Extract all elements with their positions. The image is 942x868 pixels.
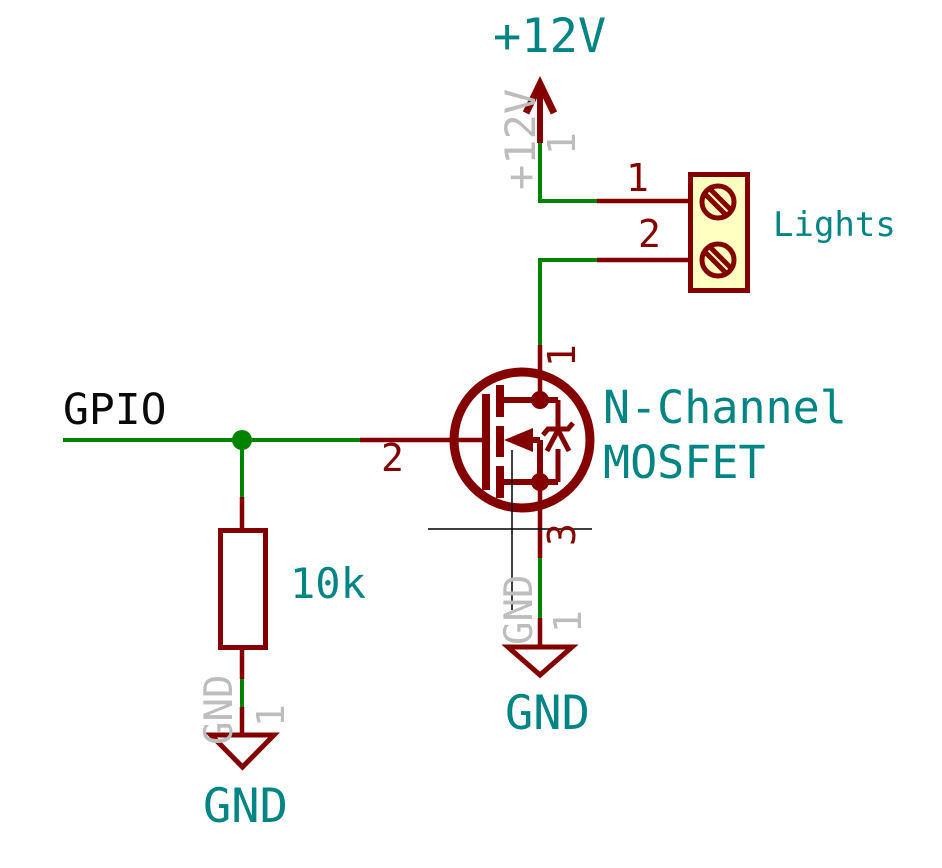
- gnd-label-resistor[interactable]: GND: [203, 779, 288, 834]
- hidden-pin-number-gnd-source: 1: [546, 610, 590, 633]
- screw-icon: [699, 183, 737, 221]
- net-label-gpio[interactable]: GPIO: [63, 385, 167, 435]
- resistor-value-label[interactable]: 10k: [290, 559, 366, 608]
- terminal-block-symbol[interactable]: [597, 172, 750, 293]
- body-diode: [541, 400, 575, 482]
- hidden-pin-name-12v: +12V: [496, 88, 545, 190]
- junction-dot[interactable]: [232, 430, 252, 450]
- hidden-pin-name-gnd-resistor: GND: [197, 674, 242, 745]
- wire-12v-to-terminal[interactable]: [538, 143, 597, 203]
- gnd-symbol-resistor[interactable]: [205, 707, 280, 771]
- gnd-label-source[interactable]: GND: [505, 686, 590, 741]
- terminal-value-label[interactable]: Lights: [773, 205, 896, 245]
- mosfet-value-line2[interactable]: MOSFET: [603, 436, 766, 489]
- mosfet-pin-gate-number: 2: [381, 436, 404, 480]
- power-flag-12v[interactable]: [522, 75, 558, 143]
- screw-icon: [699, 241, 737, 279]
- hidden-pin-number-12v: 1: [540, 132, 584, 155]
- wire-terminal-to-drain[interactable]: [538, 258, 597, 345]
- mosfet-value-line1[interactable]: N-Channel: [603, 381, 847, 434]
- power-label-12v[interactable]: +12V: [493, 9, 607, 64]
- gnd-symbol-source[interactable]: [501, 618, 579, 679]
- mosfet-pin-drain-number: 1: [540, 344, 584, 367]
- hidden-pin-name-gnd-source: GND: [497, 574, 542, 645]
- cursor-crosshair-icon: [428, 450, 592, 610]
- resistor-symbol[interactable]: [218, 497, 268, 679]
- mosfet-symbol[interactable]: [360, 345, 595, 558]
- hidden-pin-number-gnd-resistor: 1: [249, 704, 293, 727]
- mosfet-pin-source-number: 3: [540, 523, 584, 546]
- terminal-pin2-number: 2: [638, 212, 661, 256]
- terminal-pin1-number: 1: [626, 156, 649, 200]
